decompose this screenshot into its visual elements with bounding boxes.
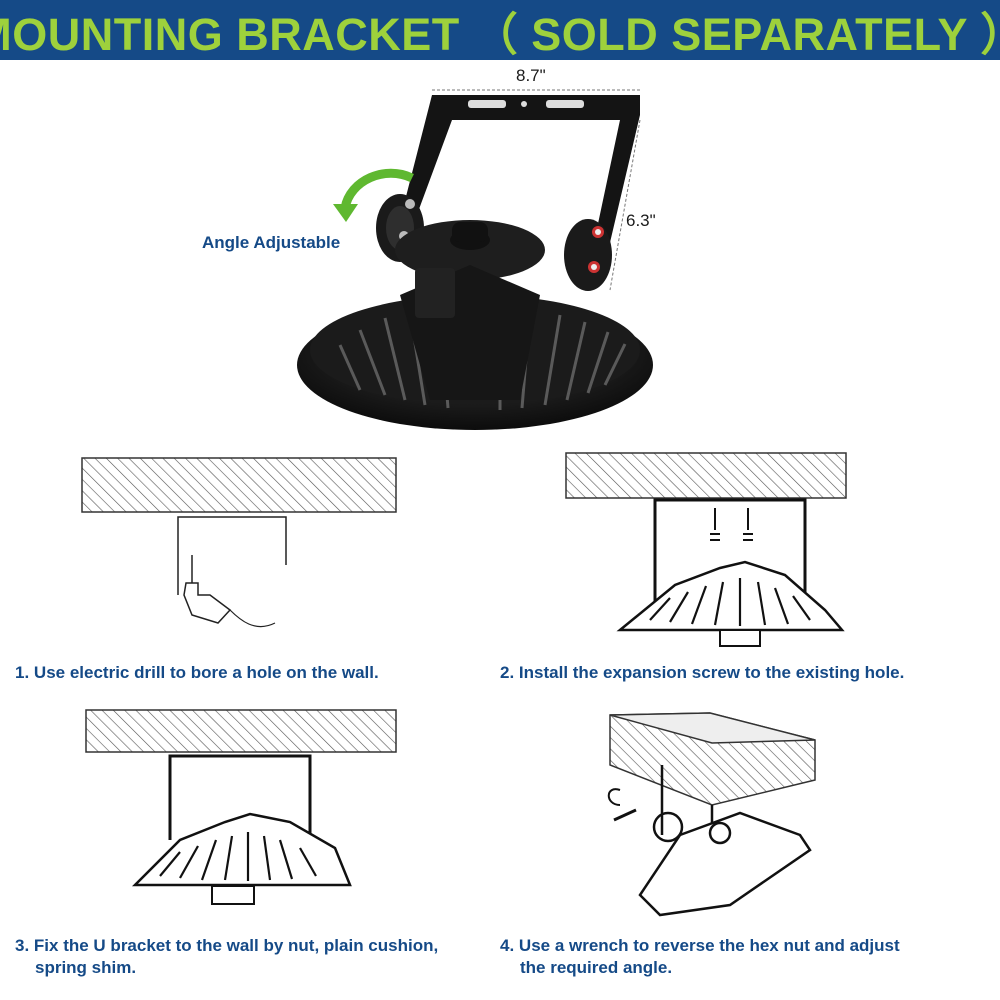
step-2-text: Install the expansion screw to the exist… (518, 663, 905, 682)
height-dimension-label: 6.3" (626, 211, 656, 230)
step-3-text-line1: Fix the U bracket to the wall by nut, pl… (33, 936, 439, 955)
step-3-caption: 3. Fix the U bracket to the wall by nut,… (15, 935, 495, 979)
step-2-caption: 2. Install the expansion screw to the ex… (500, 662, 990, 684)
header-banner: MOUNTING BRACKET （ SOLD SEPARATELY ） (0, 0, 1000, 60)
step2-diagram (565, 452, 847, 647)
banner-title: MOUNTING BRACKET （ SOLD SEPARATELY ） (0, 8, 1000, 60)
width-dimension-label: 8.7" (516, 66, 546, 85)
step-4-caption: 4. Use a wrench to reverse the hex nut a… (500, 935, 980, 979)
product-illustration (297, 89, 653, 430)
step-1-text: Use electric drill to bore a hole on the… (33, 663, 379, 682)
step3-diagram (85, 709, 397, 905)
angle-adjustable-label: Angle Adjustable (202, 233, 341, 252)
step-4-text-line2: the required angle. (520, 958, 673, 977)
step-1-number: 1. (15, 663, 30, 682)
step-3-number: 3. (15, 936, 30, 955)
step4-diagram (607, 712, 816, 917)
step-4-number: 4. (500, 936, 515, 955)
step-2-number: 2. (500, 663, 515, 682)
step-1-caption: 1. Use electric drill to bore a hole on … (15, 662, 485, 684)
step-3-text-line2: spring shim. (35, 958, 137, 977)
step-4-text-line1: Use a wrench to reverse the hex nut and … (518, 936, 900, 955)
step1-diagram (81, 457, 397, 628)
